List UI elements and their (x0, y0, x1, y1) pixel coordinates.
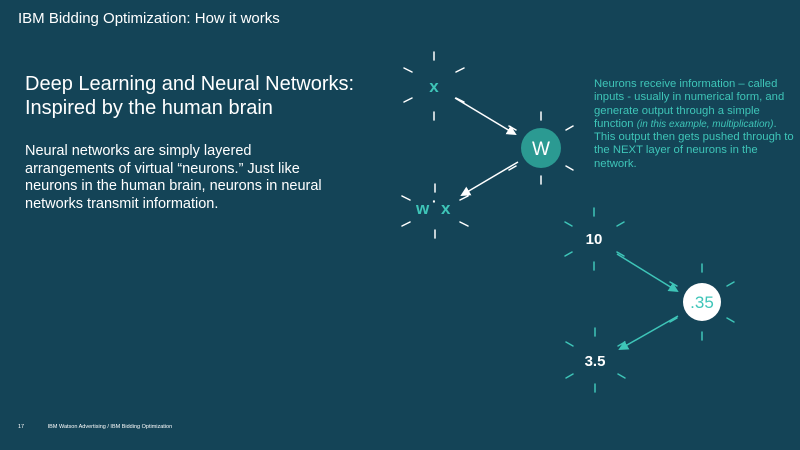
arrow-weight-to-35 (618, 315, 679, 350)
weight-node-035: .35 (669, 263, 735, 341)
body-line-2: arrangements of virtual “neurons.” Just … (25, 160, 300, 177)
body-line-4: networks transmit information. (25, 195, 219, 212)
weight-node-035-rays (669, 263, 735, 341)
annotation-part-2: . This output then gets pushed through t… (594, 117, 794, 170)
weight-label-w: W (532, 139, 550, 160)
body-line-3: neurons in the human brain, neurons in n… (25, 178, 322, 194)
output-node-wx-rays (401, 183, 469, 239)
output-node-35-rays (565, 327, 626, 393)
page-number: 17 (18, 424, 25, 430)
input-node-x: x (403, 51, 465, 121)
input-label-x: x (429, 77, 439, 96)
headline: Deep Learning and Neural Networks: Inspi… (25, 72, 385, 120)
output-label-w: w (415, 199, 430, 218)
weight-node-w-circle (521, 128, 561, 168)
weight-node-w-rays (508, 111, 574, 185)
input-node-10: 10 (564, 207, 625, 271)
headline-line-1: Deep Learning and Neural Networks: (25, 73, 355, 95)
input-node-10-rays (564, 207, 625, 271)
output-label-x: x (441, 199, 451, 218)
output-node-35: 3.5 (565, 327, 626, 393)
input-label-10: 10 (586, 231, 603, 248)
body-line-1: Neural networks are simply layered (25, 143, 252, 159)
weight-node-035-circle (683, 283, 721, 321)
neuron-annotation: Neurons receive information – called inp… (594, 78, 794, 171)
slide-footer: 17 IBM Watson Advertising / IBM Bidding … (18, 424, 172, 430)
arrow-10-to-weight (616, 253, 679, 293)
slide-header-title: IBM Bidding Optimization: How it works (18, 10, 280, 27)
arrow-w-to-output (460, 161, 519, 197)
footer-source: IBM Watson Advertising / IBM Bidding Opt… (47, 424, 173, 430)
annotation-part-1: Neurons receive information – called inp… (594, 78, 785, 130)
headline-line-2: Inspired by the human brain (25, 97, 273, 119)
arrow-x-to-w (454, 97, 517, 136)
weight-label-035: .35 (690, 293, 714, 312)
weight-node-w: W (508, 111, 574, 185)
output-node-wx: w · x (401, 183, 469, 239)
annotation-italic: (in this example, multiplication) (636, 118, 774, 130)
output-label-dot: · (432, 193, 437, 209)
body-paragraph: Neural networks are simply layered arran… (25, 143, 355, 213)
output-label-35: 3.5 (585, 353, 606, 370)
